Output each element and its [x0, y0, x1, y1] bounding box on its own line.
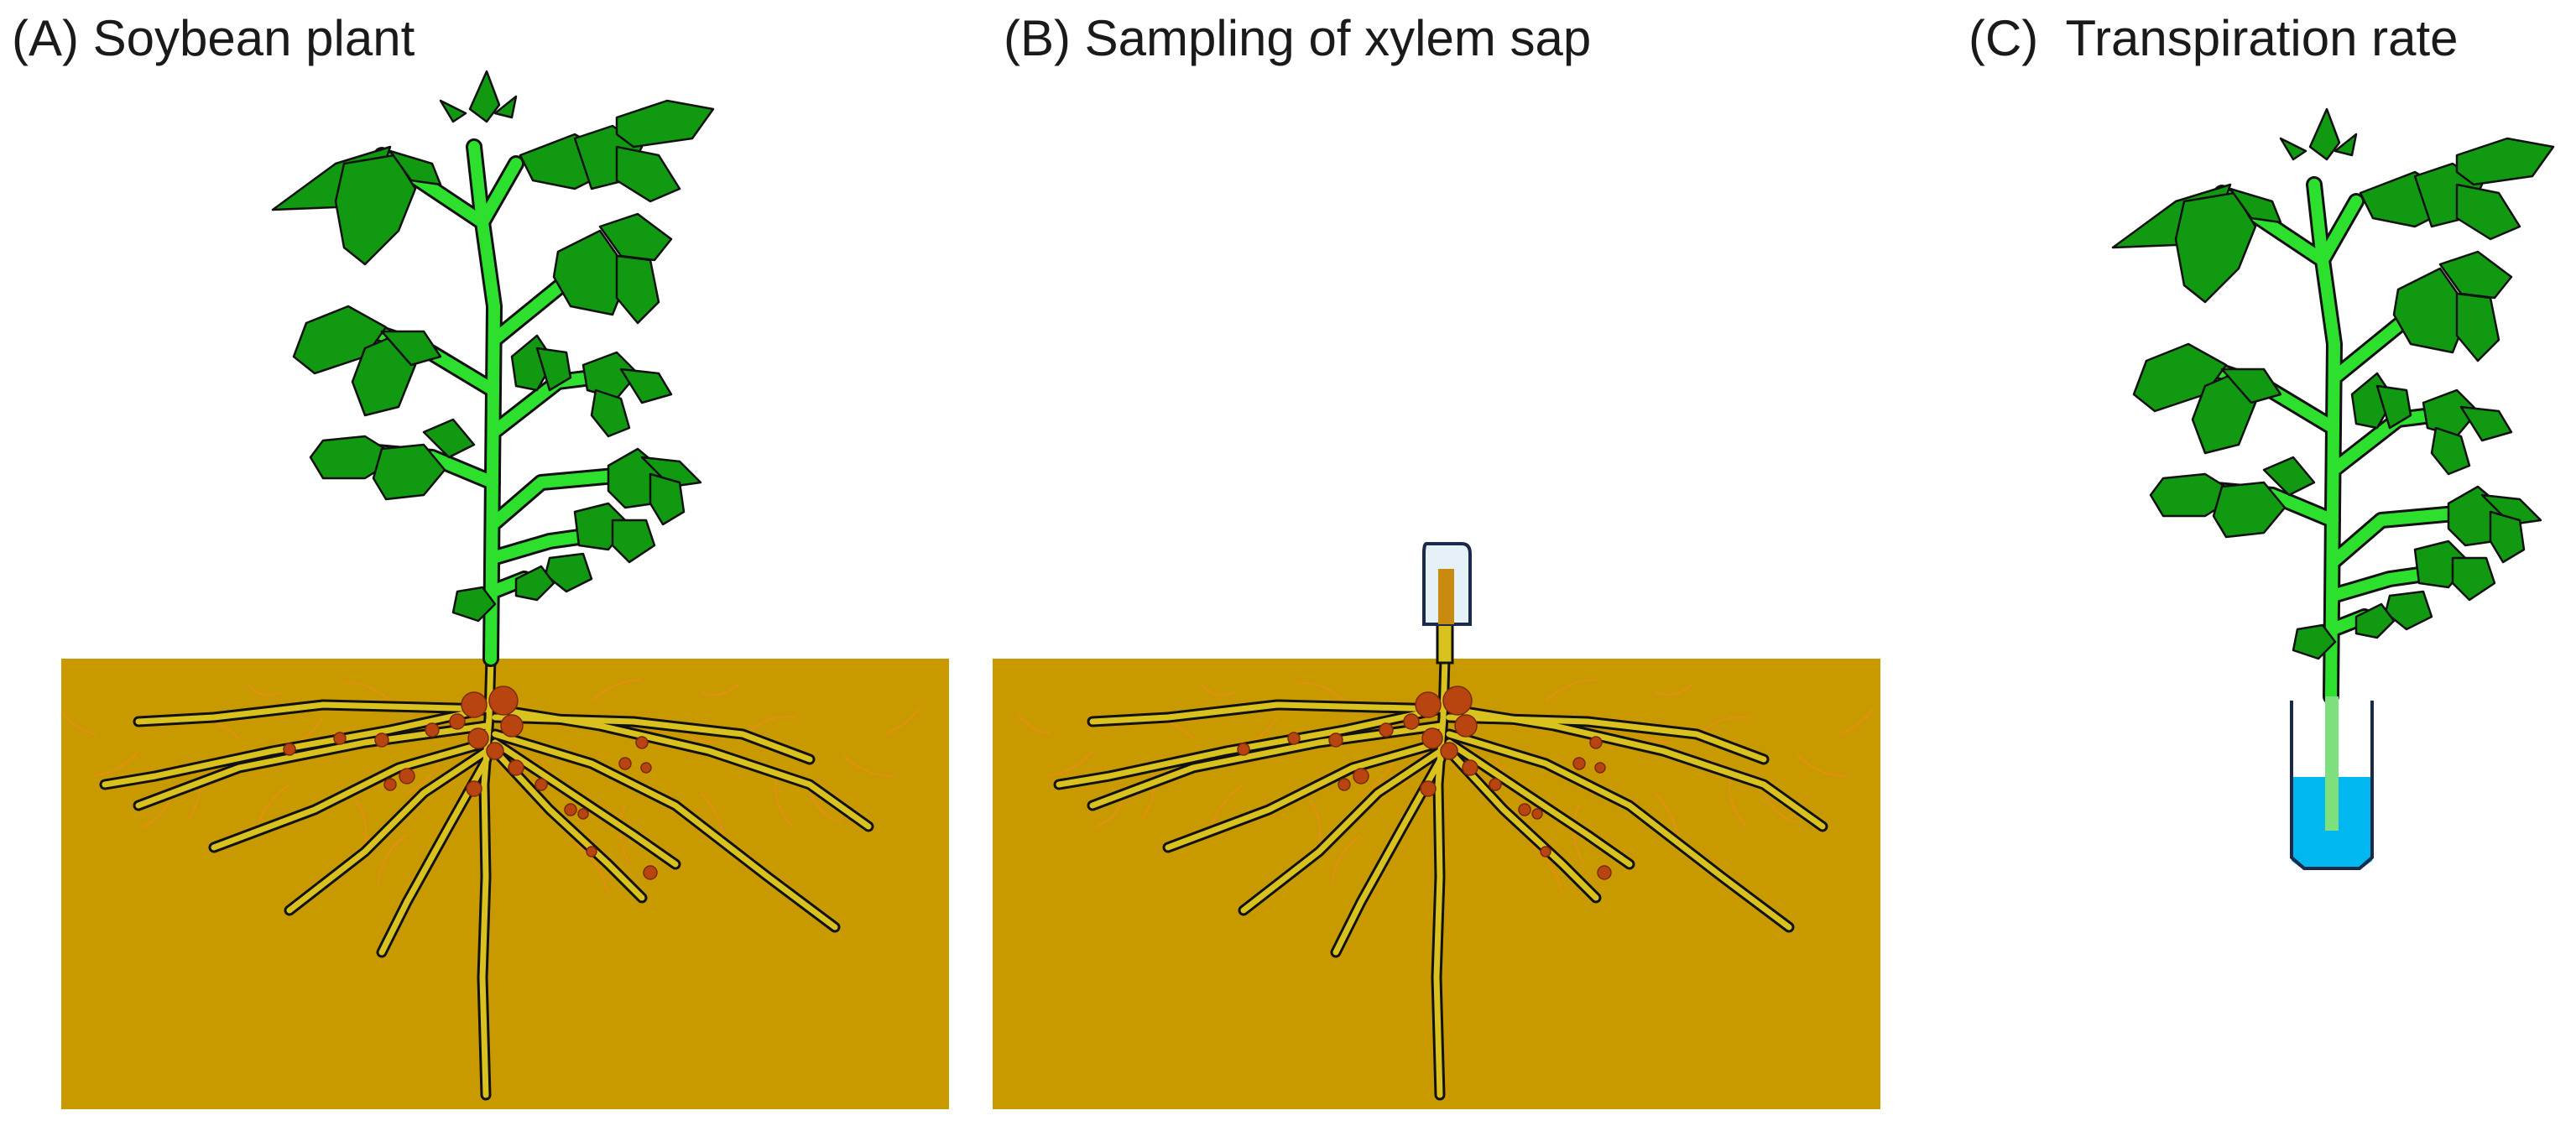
- panel-a-soybean-plant: [61, 71, 949, 1109]
- submerged-stem: [2325, 696, 2339, 831]
- panel-c-transpiration-rate: [2113, 109, 2553, 870]
- xylem-sap: [1438, 569, 1454, 624]
- panel-c-title: (C) Transpiration rate: [1969, 10, 2459, 66]
- shoot: [2113, 109, 2553, 696]
- sap-collection-tube: [1422, 542, 1472, 626]
- panel-b-title: (B) Sampling of xylem sap: [1004, 10, 1592, 66]
- panel-b-xylem-sap-sampling: [993, 542, 1880, 1109]
- shoot: [273, 71, 713, 659]
- water-container: [2290, 696, 2374, 870]
- panel-a-title: (A) Soybean plant: [12, 10, 415, 66]
